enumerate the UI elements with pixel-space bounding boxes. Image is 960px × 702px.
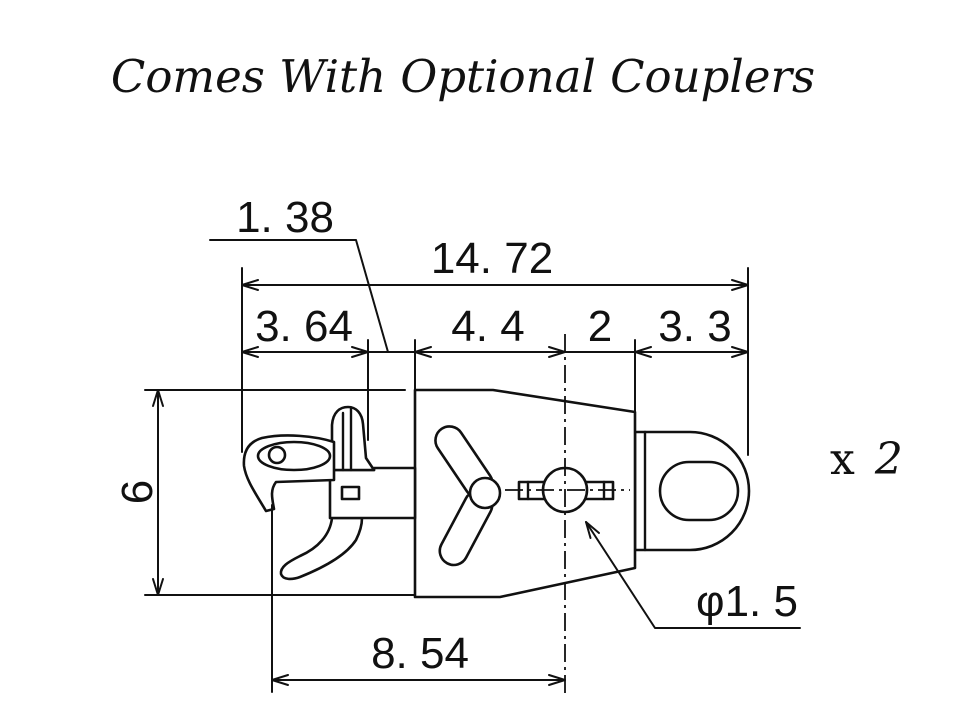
dimension-label-body-mid: 2 [588,302,612,351]
arrowhead [414,346,432,358]
page-title: Comes With Optional Couplers [111,50,815,103]
arrowhead [585,521,600,539]
arrowhead [548,346,566,358]
arrowhead [634,346,652,358]
arrowhead [731,346,749,358]
dimension-label-eyelet: 3. 3 [658,302,731,351]
arrowhead [152,578,164,596]
hook-small-slot [340,485,361,501]
dimension-label-overall: 14. 72 [431,234,553,283]
hook-pivot-hole [267,445,287,465]
arrowhead [241,279,259,291]
dimension-label-leader-top: 1. 38 [236,193,334,242]
eyelet-slot [658,460,740,522]
arrowhead [351,346,369,358]
quantity-label: x 2 [830,434,903,485]
leader-line-pin [585,521,801,629]
quantity-count: 2 [874,434,903,485]
knuckle-inner-line [341,407,353,472]
hook-lower-jaw [279,516,364,581]
quantity-symbol: x [830,434,855,485]
dimension-label-hook: 3. 64 [255,302,353,351]
dimension-label-hook-to-pin: 8. 54 [371,629,469,678]
wing-hub [468,476,502,510]
arrowhead [152,389,164,407]
leader-line-top [209,239,389,353]
arrowhead [731,279,749,291]
center-lines [505,334,630,698]
arrowhead [241,346,259,358]
dimension-labels: 1. 38 14. 72 3. 64 4. 4 2 3. 3 6 φ1. 5 8… [113,193,798,678]
arrowhead [548,674,566,686]
dimension-label-height: 6 [113,480,162,504]
coupler-part [242,388,751,599]
dimension-label-pin-diameter: φ1. 5 [696,577,798,626]
dimension-lines [144,239,801,693]
dimension-label-body-front: 4. 4 [451,302,524,351]
arrowhead [271,674,289,686]
